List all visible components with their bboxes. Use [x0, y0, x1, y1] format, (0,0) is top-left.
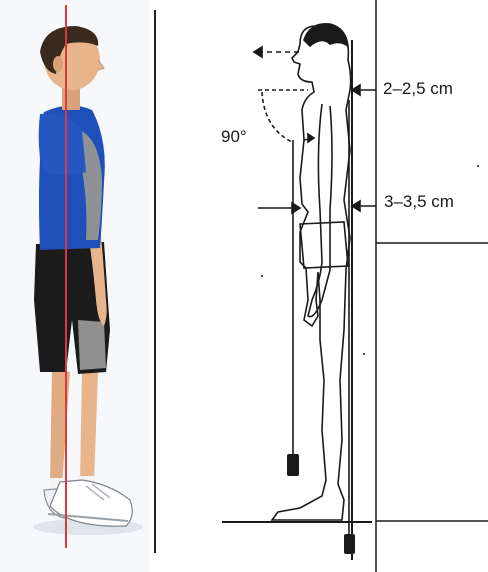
angle-arc-icon [262, 92, 292, 142]
lumbar-distance-label: 3–3,5 cm [384, 192, 454, 212]
shorts [300, 222, 348, 268]
back-weight-icon [344, 534, 355, 554]
arrow-icon [254, 47, 262, 57]
plumb-weight-icon [287, 454, 299, 476]
neck-distance-label: 2–2,5 cm [383, 79, 453, 99]
person-silhouette [272, 26, 351, 520]
photo-panel [0, 0, 150, 572]
angle-label: 90° [221, 127, 247, 147]
